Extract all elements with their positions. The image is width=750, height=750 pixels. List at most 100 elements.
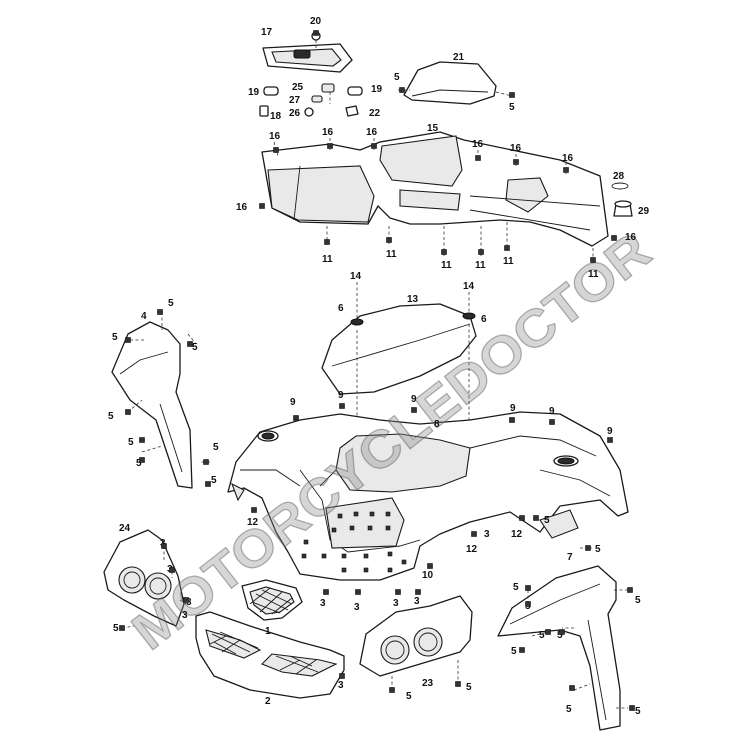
callout-5-p: 5: [513, 582, 519, 593]
callout-24: 24: [119, 523, 131, 534]
callout-5-s: 5: [539, 630, 545, 641]
callout-5-d: 5: [112, 332, 118, 343]
fastener-marker: [389, 687, 395, 693]
callout-19-b: 19: [371, 84, 383, 95]
body-fastener: [385, 525, 391, 531]
fastener-marker: [533, 515, 539, 521]
fastener-marker: [339, 403, 345, 409]
callout-4: 4: [141, 311, 147, 322]
body-bolts: [301, 511, 407, 573]
callout-5-r: 5: [635, 595, 641, 606]
callout-3-h: 3: [393, 598, 399, 609]
body-fastener: [367, 525, 373, 531]
callout-3-e: 3: [182, 610, 188, 621]
fastener-marker: [427, 563, 433, 569]
callout-10: 10: [422, 570, 434, 581]
callout-6-a: 6: [338, 303, 344, 314]
callout-8: 8: [434, 419, 440, 430]
callout-5-f: 5: [108, 411, 114, 422]
fastener-marker: [157, 309, 163, 315]
fastener-marker: [629, 705, 635, 711]
callout-9-f: 9: [607, 426, 613, 437]
callout-9-b: 9: [338, 390, 344, 401]
fastener-marker: [549, 419, 555, 425]
fastener-marker: [125, 337, 131, 343]
callout-3-d: 3: [186, 597, 192, 608]
body-fastener: [387, 551, 393, 557]
callout-29: 29: [638, 206, 650, 217]
callout-3-a: 3: [484, 529, 490, 540]
callout-16-d: 16: [472, 139, 484, 150]
fastener-marker: [293, 415, 299, 421]
callout-21: 21: [453, 52, 465, 63]
callout-27: 27: [289, 95, 301, 106]
part-23-right-headlight: [359, 595, 473, 690]
body-fastener: [363, 553, 369, 559]
fastener-marker: [513, 159, 519, 165]
fastener-marker: [161, 543, 167, 549]
part-4-left-fender: [111, 312, 210, 489]
fastener-marker: [478, 249, 484, 255]
callout-28: 28: [613, 171, 625, 182]
callout-5-g: 5: [128, 437, 134, 448]
callout-14-b: 14: [463, 281, 475, 292]
part-13-cover: [321, 282, 477, 440]
callout-5-k: 5: [544, 515, 550, 526]
body-fastener: [303, 539, 309, 545]
callout-11-b: 11: [386, 249, 397, 260]
body-fastener: [341, 553, 347, 559]
fastener-marker: [395, 589, 401, 595]
fastener-marker: [203, 459, 209, 465]
callout-5-c: 5: [168, 298, 174, 309]
callout-16-f: 16: [562, 153, 574, 164]
callout-3-f: 3: [320, 598, 326, 609]
callout-7: 7: [567, 552, 573, 563]
callout-5-n: 5: [466, 682, 472, 693]
fastener-marker: [119, 625, 125, 631]
fastener-marker: [259, 203, 265, 209]
callout-13: 13: [407, 294, 419, 305]
fastener-marker: [627, 587, 633, 593]
callout-6-b: 6: [481, 314, 487, 325]
fastener-marker: [509, 92, 515, 98]
body-fastener: [387, 567, 393, 573]
part-24-left-headlight: [103, 529, 187, 629]
fastener-marker: [399, 87, 405, 93]
fastener-marker: [411, 407, 417, 413]
small-fasteners-top: [259, 83, 363, 117]
part-15-dashboard: [261, 131, 609, 262]
callout-5-i: 5: [213, 442, 219, 453]
fastener-marker: [125, 409, 131, 415]
callout-5-o: 5: [595, 544, 601, 555]
fastener-marker: [611, 235, 617, 241]
fastener-marker: [519, 647, 525, 653]
fastener-marker: [183, 597, 189, 603]
fastener-marker: [607, 437, 613, 443]
callout-16-b: 16: [322, 127, 334, 138]
callout-11-a: 11: [322, 254, 333, 265]
fastener-marker: [324, 239, 330, 245]
callout-11-f: 11: [588, 269, 599, 280]
callout-5-h: 5: [136, 458, 142, 469]
body-fastener: [341, 567, 347, 573]
callout-9-e: 9: [549, 406, 555, 417]
callout-11-c: 11: [441, 260, 452, 271]
callout-5-b: 5: [509, 102, 515, 113]
callout-16-a: 16: [269, 131, 281, 142]
callout-14-a: 14: [350, 271, 362, 282]
body-fastener: [301, 553, 307, 559]
fastener-marker: [169, 567, 175, 573]
fastener-marker: [327, 143, 333, 149]
body-fastener: [363, 567, 369, 573]
callout-2: 2: [265, 696, 271, 707]
callout-11-e: 11: [503, 256, 514, 267]
fastener-marker: [525, 601, 531, 607]
callout-3-j: 3: [338, 680, 344, 691]
fastener-marker: [519, 515, 525, 521]
fastener-marker: [441, 249, 447, 255]
callout-5-u: 5: [511, 646, 517, 657]
fastener-marker: [475, 155, 481, 161]
body-fastener: [321, 553, 327, 559]
callout-23: 23: [422, 678, 434, 689]
